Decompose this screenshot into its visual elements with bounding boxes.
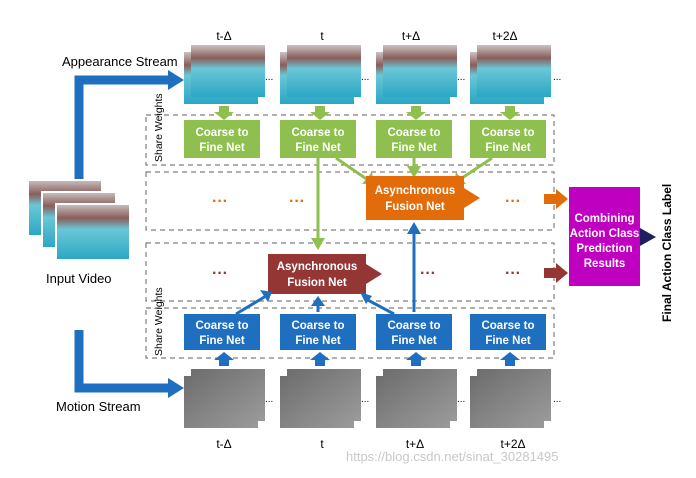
time-label-top-3: t+2Δ [492,29,517,43]
time-label-bottom-0: t-Δ [216,437,231,451]
svg-text:Coarse to: Coarse to [195,127,248,139]
darkred-dots: ··· ··· ··· [212,265,521,282]
motion-stream-label: Motion Stream [56,399,141,414]
svg-text:Coarse to: Coarse to [387,127,440,139]
svg-text:···: ··· [505,193,521,210]
svg-text:···: ··· [505,265,521,282]
frame-ellipsis: ... [265,394,273,405]
frame-ellipsis: ... [553,72,561,83]
svg-text:Results: Results [584,258,626,270]
appearance-fusion-row-box [145,171,555,231]
svg-text:Prediction: Prediction [576,243,632,255]
frame-ellipsis: ... [457,394,465,405]
input-video-stack [27,179,131,261]
input-video-label: Input Video [46,271,112,286]
appearance-async-fusion-net: Asynchronous Fusion Net [366,176,480,220]
svg-text:Fine Net: Fine Net [295,142,341,154]
svg-text:Coarse to: Coarse to [481,127,534,139]
svg-text:Combining: Combining [574,213,634,225]
motion-coarse-net-3: Coarse to Fine Net [470,314,546,350]
motion-frame-0 [184,369,265,428]
motion-share-weights-box [145,307,555,359]
svg-text:Fine Net: Fine Net [485,335,531,347]
appearance-stream-arrow [74,70,184,180]
final-output-arrow [640,228,656,246]
svg-text:Asynchronous: Asynchronous [277,261,358,273]
svg-text:Fine Net: Fine Net [295,335,341,347]
motion-coarse-net-1: Coarse to Fine Net [280,314,356,350]
svg-text:Action Class: Action Class [570,228,640,240]
watermark: https://blog.csdn.net/sinat_30281495 [346,449,559,464]
share-weights-label-bottom: Share Weights [153,287,165,356]
svg-text:Fine Net: Fine Net [199,142,245,154]
svg-text:Coarse to: Coarse to [291,127,344,139]
share-weights-label-top: Share Weights [153,93,165,162]
motion-stream-arrow [74,330,184,398]
frame-ellipsis: ... [553,394,561,405]
appearance-stream-label: Appearance Stream [62,54,178,69]
blue-connections [235,222,421,316]
time-label-bottom-3: t+2Δ [500,437,525,451]
appearance-coarse-net-0: Coarse to Fine Net [184,120,260,158]
appearance-frame-0 [184,45,265,104]
orange-output-arrow [544,189,568,209]
svg-text:Fine Net: Fine Net [391,335,437,347]
svg-text:Fine Net: Fine Net [199,335,245,347]
darkred-output-arrow [544,263,568,283]
motion-async-fusion-net: Asynchronous Fusion Net [268,254,382,294]
orange-dots: ··· ··· ··· [212,193,521,210]
time-label-top-0: t-Δ [216,29,231,43]
motion-frame-3 [470,369,551,428]
appearance-frame-3 [470,45,551,104]
svg-text:Fine Net: Fine Net [485,142,531,154]
frame-ellipsis: ... [361,394,369,405]
motion-coarse-net-2: Coarse to Fine Net [376,314,452,350]
frame-ellipsis: ... [457,72,465,83]
green-down-arrows-top [214,106,520,120]
svg-text:Fusion Net: Fusion Net [287,277,347,289]
svg-text:Asynchronous: Asynchronous [375,185,456,197]
appearance-coarse-net-3: Coarse to Fine Net [470,120,546,158]
appearance-frame-1 [280,45,361,104]
final-action-label: Final Action Class Label [660,184,674,322]
time-label-top-2: t+Δ [402,29,420,43]
appearance-coarse-net-2: Coarse to Fine Net [376,120,452,158]
svg-text:Fine Net: Fine Net [391,142,437,154]
time-label-bottom-1: t [320,437,324,451]
frame-ellipsis: ... [361,72,369,83]
svg-text:···: ··· [212,193,228,210]
svg-text:···: ··· [212,265,228,282]
svg-text:···: ··· [289,193,305,210]
appearance-frame-2 [376,45,457,104]
svg-text:···: ··· [420,265,436,282]
svg-text:Coarse to: Coarse to [291,320,344,332]
frame-ellipsis: ... [265,72,273,83]
time-label-top-1: t [320,29,324,43]
svg-text:Coarse to: Coarse to [387,320,440,332]
motion-frame-2 [376,369,457,428]
svg-text:Coarse to: Coarse to [195,320,248,332]
appearance-coarse-net-1: Coarse to Fine Net [280,120,356,158]
motion-coarse-net-0: Coarse to Fine Net [184,314,260,350]
blue-up-arrows-bottom [214,352,520,366]
combine-predictions-box: Combining Action Class Prediction Result… [569,187,640,286]
appearance-share-weights-box [145,114,555,166]
svg-text:Fusion Net: Fusion Net [385,201,445,213]
motion-frame-1 [280,369,361,428]
time-label-bottom-2: t+Δ [406,437,424,451]
svg-text:Coarse to: Coarse to [481,320,534,332]
